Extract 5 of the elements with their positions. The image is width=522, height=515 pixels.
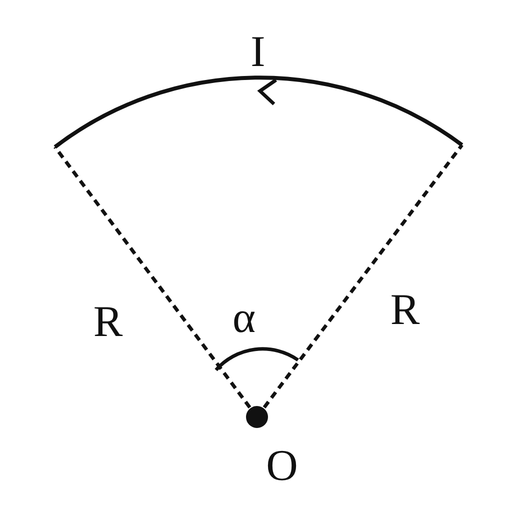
radius-label: R — [93, 300, 123, 344]
center-label: O — [266, 444, 298, 488]
current-label: I — [250, 30, 266, 74]
angle-label: α — [232, 296, 256, 340]
radius-label: R — [390, 288, 420, 332]
